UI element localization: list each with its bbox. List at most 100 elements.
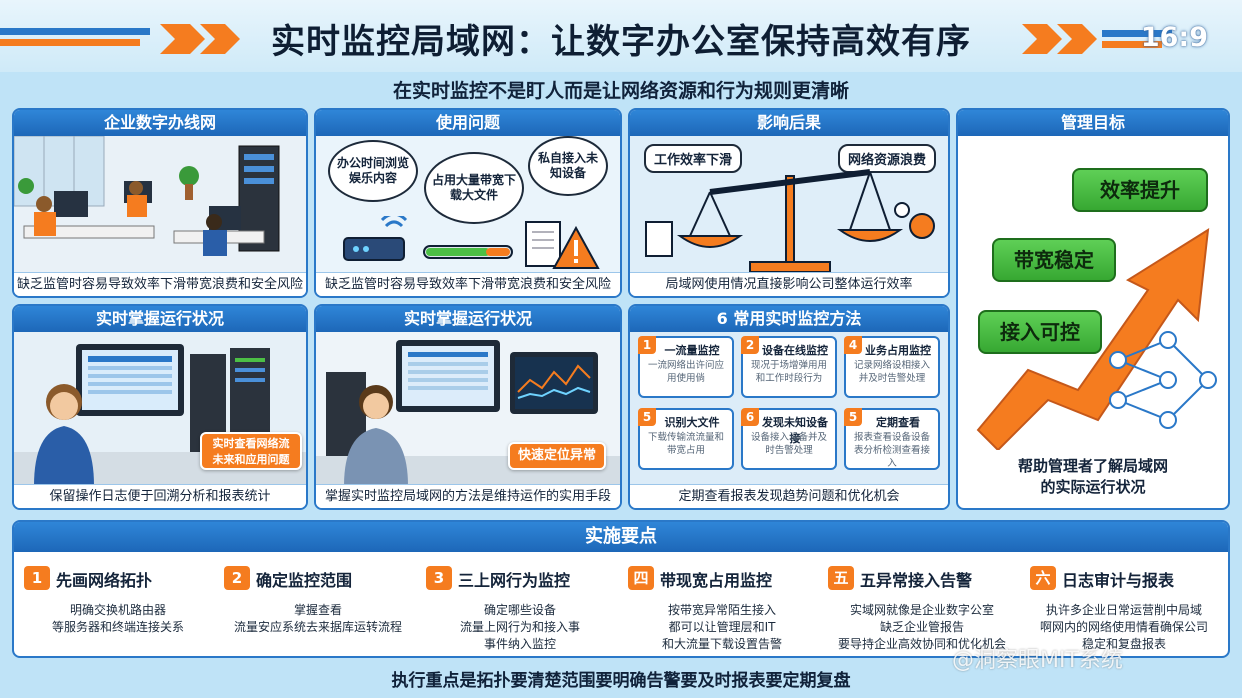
impl-step-4-desc: 按带宽异常陌生接入 都可以让管理层和IT 和大流量下载设置告警	[622, 602, 822, 652]
tag-view-traffic: 实时查看网络流 未来和应用问题	[200, 432, 302, 470]
method-card-4-desc: 下载传输流流量和带宽占用	[647, 432, 724, 456]
tag-view-traffic-line1: 实时查看网络流	[212, 437, 290, 450]
impl-step-3-line1: 确定哪些设备	[483, 603, 556, 617]
problems-illustration: 办公时间浏览娱乐内容 占用大量带宽下载大文件 私自接入未知设备	[316, 136, 620, 272]
panel-impact-title: 影响后果	[630, 110, 948, 136]
impl-step-5-line3: 要导持企业高效协同和优化机会	[837, 636, 1006, 651]
impl-step-2-line1: 掌握查看	[293, 603, 342, 617]
impact-label-waste: 网络资源浪费	[838, 144, 937, 173]
impl-step-2: 2 确定监控范围 掌握查看 流量安应系统去来据库运转流程	[218, 566, 418, 652]
panel-goals: 管理目标 效率提升 带宽稳定 接入可控 帮助管理者了解局域网 的实际运行状况	[956, 108, 1230, 510]
method-card-6-title: 定期查看	[876, 416, 920, 429]
impl-step-1-line2: 等服务器和终端连接关系	[51, 619, 184, 634]
panel-impact: 影响后果 工作效率下滑 网络资源浪费 局域网使用情况直接影响公司整体运行效率	[628, 108, 950, 298]
goal-efficiency: 效率提升	[1072, 168, 1208, 212]
summary-footer: 执行重点是拓扑要清楚范围要明确告警要及时报表要定期复盘	[391, 671, 851, 691]
method-card-1-number: 1	[638, 336, 656, 354]
implementation-panel: 实施要点 1 先画网络拓扑 明确交换机路由器 等服务器和终端连接关系 2 确定监…	[12, 520, 1230, 658]
right-stripes-decoration	[1022, 24, 1172, 54]
panel-office: 企业数字办线网 缺乏监管时容易导致效率下滑带宽浪费和安全风险	[12, 108, 308, 298]
office-illustration	[14, 136, 306, 274]
page-subtitle: 在实时监控不是盯人而是让网络资源和行为规则更清晰	[392, 80, 849, 102]
panel-methods-footer: 定期查看报表发现趋势问题和优化机会	[630, 484, 948, 508]
method-card-2-number: 2	[741, 336, 759, 354]
impl-step-5-desc: 实域网就像是企业数字公室 缺乏企业管报告 要导持企业高效协同和优化机会	[822, 602, 1022, 652]
goal-access-control: 接入可控	[978, 310, 1102, 354]
method-card-1-desc: 一流网络出许问应用使用倘	[647, 360, 724, 384]
panel-status-1: 实时掌握运行状况 实时查看网络流 未来和应用问题 保留操作日志便于回溯分析和报表…	[12, 304, 308, 510]
panel-status-2: 实时掌握运行状况 快速定位异常 掌握实时监控局域网的方法是维持运作的实用手段	[314, 304, 622, 510]
panel-office-title: 企业数字办线网	[14, 110, 306, 136]
method-card-5-title: 发现未知设备接	[762, 416, 828, 445]
method-card-3-number: 4	[844, 336, 862, 354]
impact-illustration: 工作效率下滑 网络资源浪费	[630, 136, 948, 272]
goal-bandwidth: 带宽稳定	[992, 238, 1116, 282]
panel-status-1-title: 实时掌握运行状况	[14, 306, 306, 332]
method-card-3: 4 业务占用监控 记录网络设相接入并及时告警处理	[844, 336, 940, 398]
impl-step-4-line2: 都可以让管理层和IT	[668, 619, 776, 634]
panel-problems-title: 使用问题	[316, 110, 620, 136]
method-card-4-number: 5	[638, 408, 656, 426]
panel-status-1-footer: 保留操作日志便于回溯分析和报表统计	[14, 484, 306, 508]
method-card-2-title: 设备在线监控	[762, 344, 828, 357]
panel-goals-footer-line2: 的实际运行状况	[1040, 478, 1146, 496]
impl-step-2-title: 确定监控范围	[256, 571, 353, 590]
scale-icon	[645, 169, 935, 272]
method-card-1-title: 一流量监控	[664, 344, 720, 357]
left-stripes-decoration	[0, 24, 240, 54]
page-title: 实时监控局域网：让数字办公室保持高效有序	[271, 22, 971, 62]
impl-step-2-line2: 流量安应系统去来据库运转流程	[233, 619, 402, 634]
impl-step-5-line2: 缺乏企业管报告	[879, 619, 964, 634]
problem-bubble-entertainment: 办公时间浏览娱乐内容	[328, 140, 418, 202]
problem-bubble-unknown-device: 私自接入未知设备	[528, 136, 608, 196]
method-card-2: 2 设备在线监控 现况于场增弹用用和工作时段行为	[741, 336, 837, 398]
impl-step-5: 五 五异常接入告警 实域网就像是企业数字公室 缺乏企业管报告 要导持企业高效协同…	[822, 566, 1022, 652]
implementation-title: 实施要点	[14, 522, 1228, 552]
panel-goals-title: 管理目标	[958, 110, 1228, 136]
method-card-6-desc: 报表查看设备设备表分析检测查看接入	[853, 432, 930, 469]
panel-goals-footer: 帮助管理者了解局域网 的实际运行状况	[958, 456, 1228, 498]
panel-goals-footer-line1: 帮助管理者了解局域网	[1017, 457, 1168, 475]
impl-step-2-desc: 掌握查看 流量安应系统去来据库运转流程	[218, 602, 418, 636]
panel-problems: 使用问题 办公时间浏览娱乐内容 占用大量带宽下载大文件 私自接入未知设备 缺乏监…	[314, 108, 622, 298]
impl-step-6-line3: 稳定和复盘报表	[1081, 636, 1166, 651]
impl-step-5-title: 五异常接入告警	[860, 571, 973, 590]
panel-methods: 6 常用实时监控方法 1 一流量监控 一流网络出许问应用使用倘 2 设备在线监控…	[628, 304, 950, 510]
impl-step-1-desc: 明确交换机路由器 等服务器和终端连接关系	[18, 602, 218, 636]
panel-problems-footer: 缺乏监管时容易导致效率下滑带宽浪费和安全风险	[316, 272, 620, 296]
impl-step-5-line1: 实域网就像是企业数字公室	[849, 603, 994, 617]
impl-step-4: 四 带现宽占用监控 按带宽异常陌生接入 都可以让管理层和IT 和大流量下载设置告…	[622, 566, 822, 652]
panel-status-2-footer: 掌握实时监控局域网的方法是维持运作的实用手段	[316, 484, 620, 508]
impl-step-3-line2: 流量上网行为和接入事	[459, 619, 580, 634]
impl-step-6: 六 日志审计与报表 执许多企业日常运营削中局域 啊网内的网络使用情看确保公司 稳…	[1024, 566, 1224, 652]
method-card-3-desc: 记录网络设相接入并及时告警处理	[853, 360, 930, 384]
method-card-3-title: 业务占用监控	[865, 344, 931, 357]
impl-step-3: 3 三上网行为监控 确定哪些设备 流量上网行为和接入事 事件纳入监控	[420, 566, 620, 652]
method-card-5-number: 6	[741, 408, 759, 426]
impl-step-6-desc: 执许多企业日常运营削中局域 啊网内的网络使用情看确保公司 稳定和复盘报表	[1024, 602, 1224, 652]
impl-step-3-desc: 确定哪些设备 流量上网行为和接入事 事件纳入监控	[420, 602, 620, 652]
problem-bubble-bandwidth: 占用大量带宽下载大文件	[424, 152, 524, 224]
impl-step-4-line1: 按带宽异常陌生接入	[667, 603, 776, 617]
panel-methods-title: 6 常用实时监控方法	[630, 306, 948, 332]
impact-label-efficiency: 工作效率下滑	[644, 144, 743, 173]
impl-step-4-line3: 和大流量下载设置告警	[661, 636, 782, 651]
impl-step-6-number: 六	[1030, 566, 1056, 590]
aspect-ratio-label: 16:9	[1140, 22, 1208, 53]
method-card-1: 1 一流量监控 一流网络出许问应用使用倘	[638, 336, 734, 398]
method-card-4-title: 识别大文件	[664, 416, 720, 429]
method-card-6: 5 定期查看 报表查看设备设备表分析检测查看接入	[844, 408, 940, 470]
impl-step-3-number: 3	[426, 566, 452, 590]
impl-step-3-title: 三上网行为监控	[458, 571, 571, 590]
impl-step-4-number: 四	[628, 566, 654, 590]
impl-step-5-number: 五	[828, 566, 854, 590]
impl-step-1-title: 先画网络拓扑	[56, 571, 153, 590]
growth-arrow-icon	[976, 228, 1217, 450]
impl-step-1-line1: 明确交换机路由器	[69, 603, 166, 617]
impl-step-6-title: 日志审计与报表	[1062, 571, 1175, 590]
panel-impact-footer: 局域网使用情况直接影响公司整体运行效率	[630, 272, 948, 296]
impl-step-2-number: 2	[224, 566, 250, 590]
tag-view-traffic-line2: 未来和应用问题	[212, 453, 290, 466]
method-card-6-number: 5	[844, 408, 862, 426]
method-card-5-desc: 设备接入设备并及时告警处理	[750, 432, 827, 456]
